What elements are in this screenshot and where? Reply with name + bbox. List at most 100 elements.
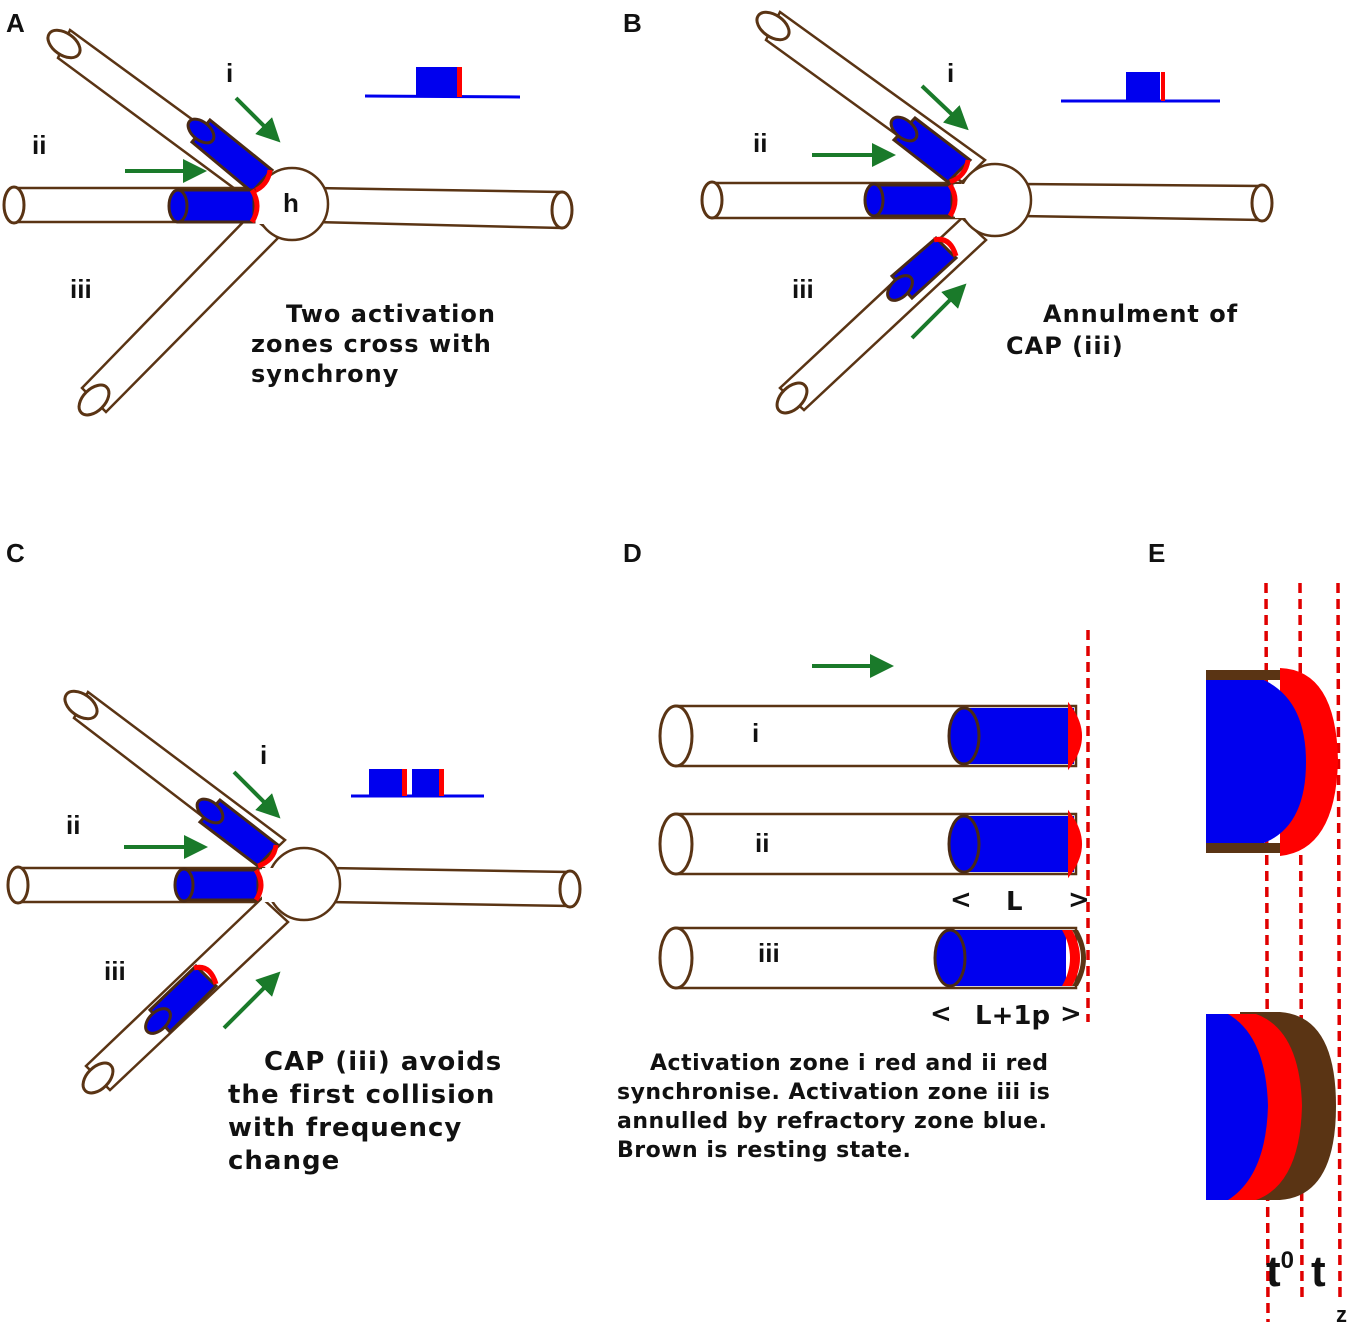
tube-end-cap	[550, 190, 574, 230]
panel-e-front-upper	[1206, 668, 1338, 856]
label-z: z	[1336, 1302, 1347, 1326]
zone-cap	[186, 117, 216, 145]
t0-base: t	[1266, 1247, 1281, 1296]
panel-a-caption: Two activation zones cross with synchron…	[251, 300, 505, 388]
panel-c-letter: C	[6, 538, 25, 568]
panel-b-letter: B	[623, 8, 642, 38]
propagation-arrow-i	[234, 96, 281, 143]
activation-front	[947, 183, 958, 218]
label-i: i	[260, 740, 267, 770]
panel-a-trace-inset	[364, 67, 521, 99]
dim-left-bracket: <	[930, 999, 952, 1029]
caption-line: Two activation	[286, 300, 496, 328]
tube-body	[80, 213, 280, 414]
panel-b-caption: Annulment of CAP (iii)	[1006, 300, 1248, 360]
caption-line: Activation zone i red and ii red	[650, 1051, 1049, 1076]
panel-e: E t0 t z	[1148, 538, 1347, 1326]
panel-c: C	[6, 538, 582, 1176]
label-iii: iii	[104, 956, 126, 986]
tube-end-cap	[81, 1061, 115, 1095]
caption-line: Brown is resting state.	[617, 1138, 911, 1163]
tube-end-cap	[77, 383, 111, 417]
caption-line: synchrony	[251, 360, 399, 388]
activation-front	[933, 236, 959, 257]
dimension-l-plus-1p: < L+1p >	[930, 999, 1082, 1031]
panel-d: D i ii iii	[617, 538, 1090, 1163]
tube-end-cap	[2, 185, 26, 225]
resting-front	[1072, 930, 1086, 986]
refractory-zone	[176, 188, 256, 224]
activation-front	[1068, 809, 1082, 879]
time-line-z	[1336, 582, 1342, 1301]
tube-end-cap	[700, 180, 724, 220]
caption-line: with frequency	[228, 1113, 462, 1143]
activation-front	[193, 964, 219, 985]
caption-line: synchronise. Activation zone iii is	[617, 1080, 1050, 1105]
refractory-zone	[1206, 1014, 1268, 1200]
panel-c-caption: CAP (iii) avoids the first collision wit…	[228, 1047, 512, 1176]
panel-a: A	[2, 8, 574, 417]
dim-right-bracket: >	[1068, 885, 1090, 915]
pulse-activation	[457, 67, 462, 97]
tube-end-cap	[775, 381, 809, 415]
propagation-arrow-iii	[222, 971, 281, 1030]
zone-cap	[173, 867, 195, 903]
panel-e-letter: E	[1148, 538, 1165, 568]
panel-c-trace-inset	[351, 769, 484, 798]
dimension-l: < L >	[950, 885, 1090, 917]
tube-end-cap	[46, 28, 82, 60]
panel-b-zone-ii	[863, 182, 958, 218]
zone-cap	[863, 182, 885, 218]
resting-edge-top	[1206, 670, 1286, 680]
zone-cap	[889, 115, 919, 143]
label-ii: ii	[753, 128, 767, 158]
panel-b-zone-i	[889, 115, 973, 185]
hub-fill	[250, 186, 320, 224]
pulse-activation	[1161, 72, 1165, 101]
activation-front	[1062, 930, 1080, 986]
refractory-zone	[964, 816, 1074, 872]
label-ii: ii	[32, 130, 46, 160]
panel-b-branch-right	[1018, 182, 1274, 223]
panel-d-tube-ii	[658, 809, 1082, 879]
refractory-zone	[182, 868, 260, 902]
panel-e-front-lower	[1206, 1012, 1336, 1200]
label-i: i	[226, 58, 233, 88]
refractory-zone	[1206, 680, 1306, 843]
resting-edge-bottom	[1206, 843, 1286, 853]
caption-line: change	[228, 1146, 340, 1176]
panel-c-zone-iii	[144, 963, 219, 1035]
panel-b: B	[623, 8, 1274, 415]
panel-b-zone-iii	[886, 235, 959, 302]
tube-end-cap	[63, 689, 99, 721]
caption-line: zones cross with	[251, 330, 492, 358]
panel-d-tube-iii	[658, 926, 1086, 990]
panel-a-branch-right	[313, 186, 574, 230]
panel-b-trace-inset	[1061, 72, 1220, 103]
tube-end-cap	[1250, 183, 1274, 223]
dim-left-bracket: <	[950, 885, 972, 915]
panel-a-letter: A	[6, 8, 25, 38]
dim-right-bracket: >	[1060, 999, 1082, 1029]
panel-c-branch-right	[326, 866, 582, 909]
tube-end-cap	[6, 865, 30, 905]
panel-d-caption: Activation zone i red and ii red synchro…	[617, 1051, 1059, 1163]
caption-line: the first collision	[228, 1080, 495, 1110]
hub-fill	[955, 184, 1025, 218]
zone-cap	[947, 706, 981, 766]
activation-front	[253, 868, 264, 902]
label-t0: t0	[1266, 1247, 1294, 1296]
refractory-zone	[950, 930, 1066, 986]
tube-end-cap	[755, 10, 791, 42]
activation-front	[1068, 701, 1082, 771]
pulse-refractory-2	[412, 769, 439, 796]
tube-end-cap	[658, 812, 694, 876]
label-h: h	[283, 188, 299, 218]
panel-d-tube-i	[658, 701, 1082, 771]
pulse-refractory	[1126, 72, 1160, 101]
zone-cap	[947, 814, 981, 874]
tube-end-cap	[558, 869, 582, 909]
tube-end-cap	[658, 704, 694, 768]
zone-cap	[886, 274, 914, 302]
label-iii: iii	[758, 938, 780, 968]
